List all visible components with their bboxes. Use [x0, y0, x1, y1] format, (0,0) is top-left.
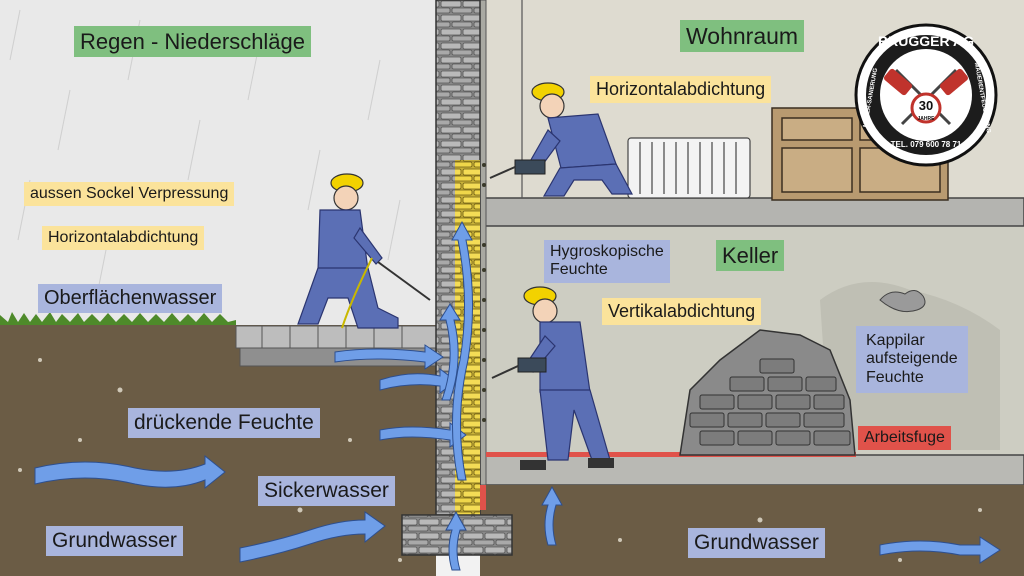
logo-name: BRUGGER AG — [878, 33, 974, 49]
label-hygroscopic-line1: Hygroskopische — [550, 243, 664, 260]
arrow-capillary-1 — [451, 220, 474, 481]
arrow-seepage-2 — [541, 485, 563, 546]
label-living-room: Wohnraum — [680, 20, 805, 53]
radiator — [627, 137, 751, 199]
worker-basement — [491, 286, 614, 470]
arrow-capillary-2 — [439, 303, 461, 401]
label-groundwater-left: Grundwasser — [46, 526, 183, 557]
arrow-groundwater-left — [34, 454, 226, 490]
work-joint-corner — [480, 485, 486, 510]
label-capillary-line2: aufsteigende — [866, 350, 958, 368]
label-rain: Regen - Niederschläge — [74, 26, 312, 58]
label-capillary: Kappilar aufsteigende Feuchte — [856, 326, 968, 394]
label-surface-water: Oberflächenwasser — [38, 284, 223, 313]
arrow-pressing-1 — [334, 344, 444, 370]
upper-floor-slab — [479, 197, 1024, 227]
water-arrows — [34, 220, 1001, 571]
label-work-joint: Arbeitsfuge — [858, 426, 951, 451]
exposed-bricks — [679, 329, 856, 456]
arrow-groundwater-mid — [239, 511, 386, 563]
label-capillary-line1: Kappilar — [866, 332, 925, 349]
label-hygroscopic: Hygroskopische Feuchte — [544, 240, 670, 283]
inner-wall-line — [479, 0, 487, 486]
logo-phone: TEL. 079 600 78 71 — [891, 140, 962, 149]
label-pressing-moisture: drückende Feuchte — [128, 408, 320, 439]
label-horizontal-top: Horizontalabdichtung — [590, 76, 772, 103]
logo-years: 30 — [919, 98, 933, 113]
grass — [0, 312, 236, 325]
basement-floor-slab — [481, 454, 1024, 486]
logo-years-label: JAHRE — [918, 116, 936, 122]
injection-holes — [482, 163, 486, 422]
label-hygroscopic-line2: Feuchte — [550, 261, 608, 279]
label-outer-base-injection: aussen Sockel Verpressung — [24, 182, 235, 207]
arrow-seepage-1 — [445, 510, 467, 571]
label-basement: Keller — [716, 240, 785, 272]
arrow-groundwater-right — [879, 536, 1001, 564]
worker-living-room — [489, 82, 633, 197]
label-capillary-line3: Feuchte — [866, 368, 924, 386]
plaster-chunk — [879, 290, 926, 313]
label-groundwater-right: Grundwasser — [688, 528, 825, 559]
label-seepage-water: Sickerwasser — [258, 476, 395, 507]
worker-outside — [297, 173, 431, 329]
company-logo — [854, 23, 998, 167]
label-horizontal-left: Horizontalabdichtung — [42, 226, 205, 251]
work-joint-line — [486, 452, 856, 457]
label-vertical-seal: Vertikalabdichtung — [602, 298, 762, 325]
soil-outside — [0, 325, 436, 576]
